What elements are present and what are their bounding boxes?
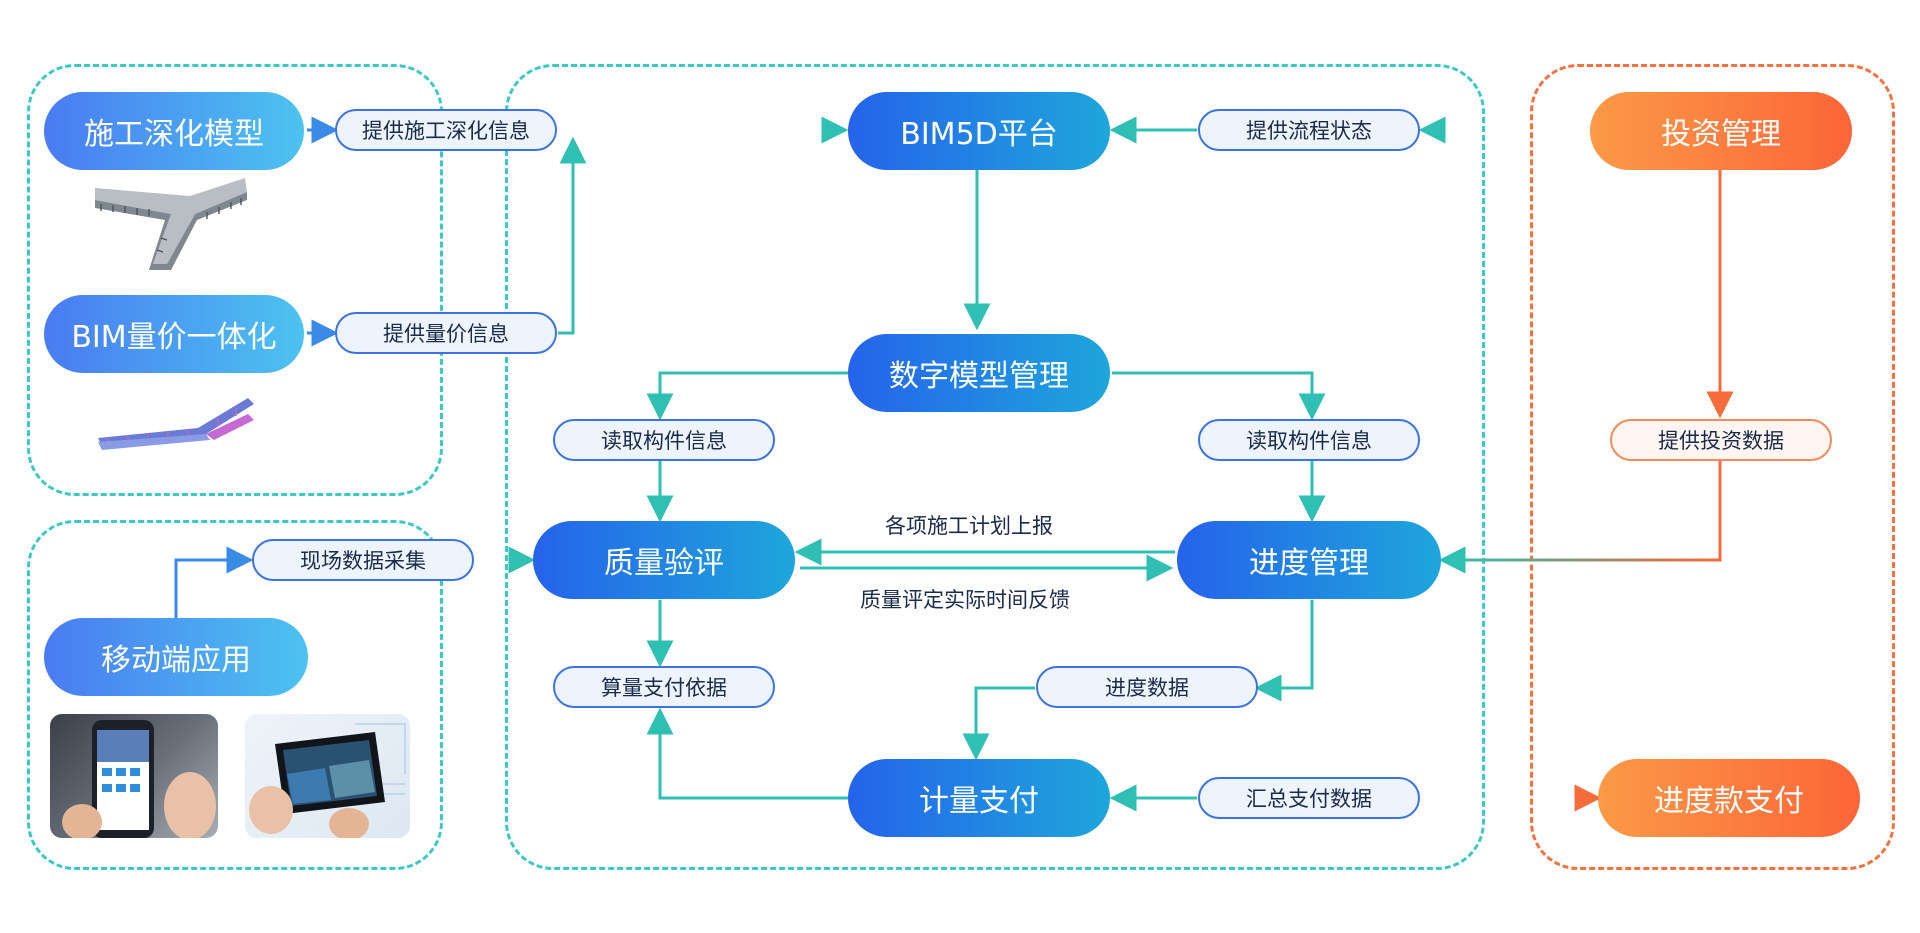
metering-payment-node[interactable]: 计量支付 <box>848 759 1110 837</box>
quality-evaluation-node[interactable]: 质量验评 <box>533 521 795 599</box>
progress-management-node[interactable]: 进度管理 <box>1177 521 1441 599</box>
tag-read-component-info-right: 读取构件信息 <box>1198 419 1420 461</box>
tag-provide-cost-info: 提供量价信息 <box>335 312 557 354</box>
tag-provide-construction-info: 提供施工深化信息 <box>335 109 557 151</box>
digital-model-management-node[interactable]: 数字模型管理 <box>848 334 1110 412</box>
tag-provide-process-status: 提供流程状态 <box>1198 109 1420 151</box>
investment-management-node[interactable]: 投资管理 <box>1590 92 1852 170</box>
3d-bridge-render-icon <box>98 398 254 450</box>
bim5d-platform-node[interactable]: BIM5D平台 <box>848 92 1110 170</box>
group-investment <box>1530 64 1895 870</box>
group-design-models <box>27 64 443 496</box>
tag-field-data-collection: 现场数据采集 <box>252 539 474 581</box>
tag-provide-investment-data: 提供投资数据 <box>1610 419 1832 461</box>
smartphone-photo-icon <box>50 714 218 838</box>
bim-cost-integration-node[interactable]: BIM量价一体化 <box>44 295 304 373</box>
tag-read-component-info-left: 读取构件信息 <box>553 419 775 461</box>
label-quality-feedback: 质量评定实际时间反馈 <box>860 588 1070 612</box>
tag-measurement-payment-basis: 算量支付依据 <box>553 666 775 708</box>
group-platform <box>505 64 1485 870</box>
tag-progress-data: 进度数据 <box>1036 666 1258 708</box>
3d-structure-render-icon <box>95 178 247 270</box>
progress-payment-node[interactable]: 进度款支付 <box>1598 759 1860 837</box>
label-plan-report: 各项施工计划上报 <box>885 514 1053 538</box>
mobile-app-node[interactable]: 移动端应用 <box>44 618 308 696</box>
tablet-photo-icon <box>245 714 410 838</box>
tag-summary-payment-data: 汇总支付数据 <box>1198 777 1420 819</box>
group-mobile <box>27 520 443 870</box>
construction-model-node[interactable]: 施工深化模型 <box>44 92 304 170</box>
